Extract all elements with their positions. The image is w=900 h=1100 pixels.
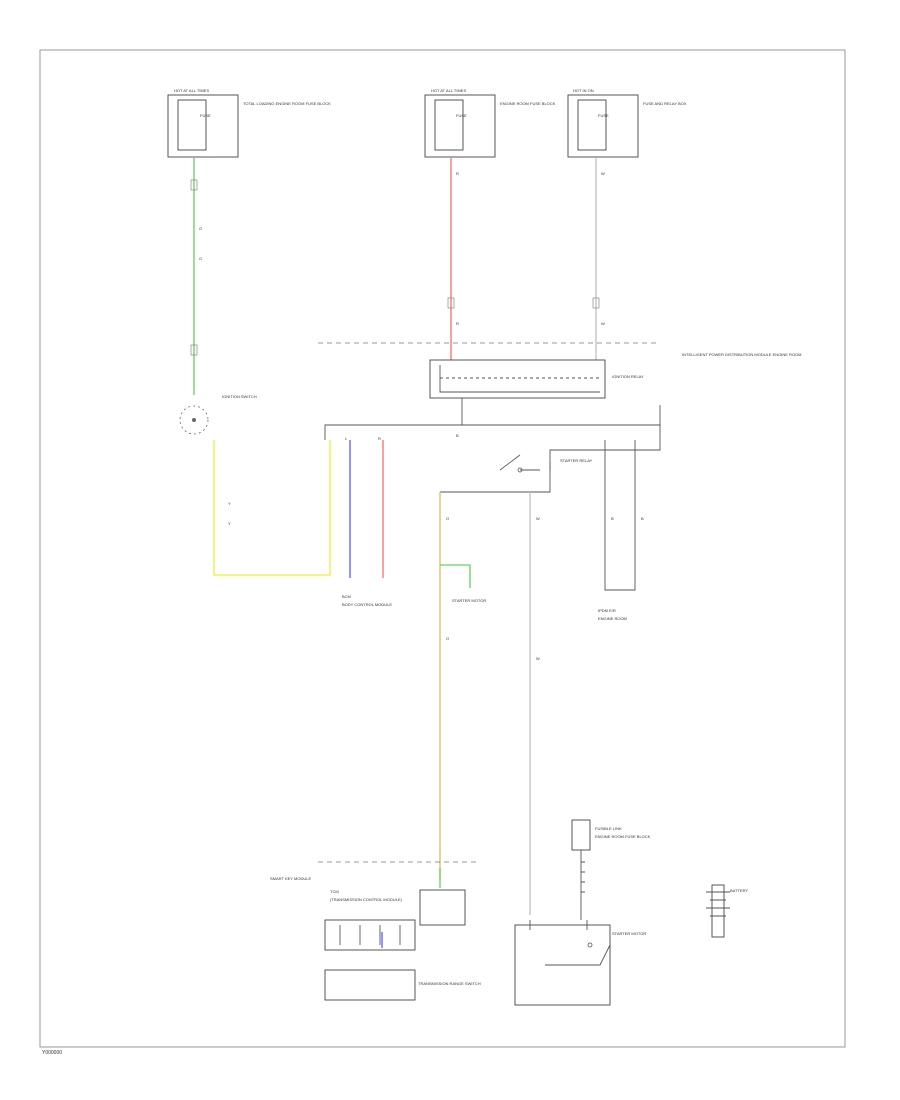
- svg-text:L: L: [345, 436, 348, 441]
- tcm-label: TCM: [330, 889, 339, 894]
- svg-text:W: W: [601, 321, 605, 326]
- svg-text:W: W: [601, 171, 605, 176]
- wire-green-branch: [440, 564, 471, 588]
- fuse-box-right-desc: FUSE AND RELAY BOX: [643, 101, 687, 106]
- fuse-box-right: HOT IN ON FUSE FUSE AND RELAY BOX: [567, 88, 687, 158]
- tcm-desc: (TRANSMISSION CONTROL MODULE): [330, 897, 403, 902]
- diagram-border: [39, 49, 846, 1048]
- svg-text:O: O: [446, 516, 449, 521]
- fuse-box-middle-fuse: FUSE: [456, 113, 467, 118]
- fuse-box-right-header: HOT IN ON: [573, 88, 594, 93]
- wire-code-marks: G G R R W W: [190, 171, 605, 356]
- ignition-relay-desc: INTELLIGENT POWER DISTRIBUTION MODULE EN…: [682, 352, 802, 357]
- starter-relay-label: STARTER RELAY: [560, 458, 593, 463]
- svg-text:B: B: [641, 516, 644, 521]
- svg-text:B: B: [611, 516, 614, 521]
- svg-text:W: W: [536, 516, 540, 521]
- starter-motor-link: STARTER MOTOR: [452, 598, 486, 603]
- fusible-link-label: FUSIBLE LINK: [595, 826, 622, 831]
- fuse-box-middle-header: HOT AT ALL TIMES: [431, 88, 466, 93]
- svg-text:O: O: [446, 636, 449, 641]
- figure-code: Y000000: [42, 1050, 62, 1056]
- wire-yellow: [213, 440, 331, 576]
- transmission-unit-label: SMART KEY MODULE: [270, 876, 311, 881]
- fusible-link-desc: ENGINE ROOM FUSE BLOCK: [595, 834, 651, 839]
- ipdm-label: IPDM E/R: [598, 608, 616, 613]
- tcm-block: SMART KEY MODULE TCM (TRANSMISSION CONTR…: [270, 876, 481, 1001]
- svg-text:W: W: [536, 656, 540, 661]
- starter-motor: STARTER MOTOR: [514, 920, 646, 1006]
- svg-text:G: G: [199, 256, 202, 261]
- fuse-box-left-fuse: FUSE: [200, 113, 211, 118]
- ignition-relay-label: IGNITION RELAY: [612, 374, 644, 379]
- starter-relay: STARTER RELAY: [499, 454, 593, 473]
- svg-text:R: R: [456, 321, 459, 326]
- transmission-range-label: TRANSMISSION RANGE SWITCH: [418, 981, 481, 986]
- ipdm-enclosure: [324, 405, 661, 493]
- fusible-link: FUSIBLE LINK ENGINE ROOM FUSE BLOCK: [571, 819, 651, 920]
- svg-text:B: B: [456, 433, 459, 438]
- fuse-box-left-desc: TOTAL LOADING ENGINE ROOM FUSE BLOCK: [243, 101, 331, 106]
- bcm-label: BCM: [342, 594, 351, 599]
- wire-right-pair: [604, 440, 636, 591]
- svg-text:R: R: [456, 171, 459, 176]
- fuse-box-left-header: HOT AT ALL TIMES: [174, 88, 209, 93]
- starter-motor-label: STARTER MOTOR: [612, 931, 646, 936]
- fuse-box-right-fuse: FUSE: [598, 113, 609, 118]
- svg-text:G: G: [199, 226, 202, 231]
- svg-text:Y: Y: [228, 501, 231, 506]
- svg-text:Y: Y: [228, 521, 231, 526]
- ignition-switch: IGNITION SWITCH: [179, 394, 257, 435]
- ignition-relay: IGNITION RELAY INTELLIGENT POWER DISTRIB…: [429, 352, 802, 399]
- svg-text:R: R: [378, 436, 381, 441]
- battery-label: BATTERY: [730, 888, 748, 893]
- fuse-box-middle-desc: ENGINE ROOM FUSE BLOCK: [500, 101, 556, 106]
- ipdm-desc: ENGINE ROOM: [598, 616, 627, 621]
- bcm-desc: BODY CONTROL MODULE: [342, 602, 392, 607]
- fuse-box-middle: HOT AT ALL TIMES FUSE ENGINE ROOM FUSE B…: [424, 88, 556, 158]
- battery-icon: BATTERY: [706, 884, 748, 938]
- ignition-switch-label: IGNITION SWITCH: [222, 394, 257, 399]
- fuse-box-left: HOT AT ALL TIMES FUSE TOTAL LOADING ENGI…: [167, 88, 331, 158]
